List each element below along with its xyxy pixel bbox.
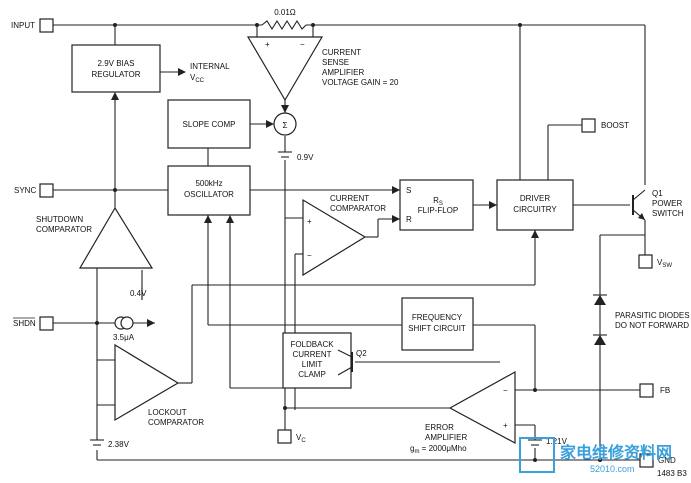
pin-shdn[interactable]: SHDN	[13, 316, 54, 331]
svg-text:DRIVER: DRIVER	[520, 194, 550, 203]
oscillator-block: 500kHz OSCILLATOR	[167, 165, 251, 216]
svg-text:Σ: Σ	[283, 121, 288, 130]
svg-text:OSCILLATOR: OSCILLATOR	[184, 190, 234, 199]
svg-text:0.4V: 0.4V	[130, 289, 147, 298]
current-comparator: + − CURRENT COMPARATOR	[302, 194, 386, 277]
svg-text:CURRENT: CURRENT	[292, 350, 331, 359]
svg-text:COMPARATOR: COMPARATOR	[148, 418, 204, 427]
pin-input[interactable]: INPUT	[11, 18, 54, 33]
svg-text:SWITCH: SWITCH	[652, 209, 684, 218]
svg-text:FREQUENCY: FREQUENCY	[412, 313, 463, 322]
svg-text:500kHz: 500kHz	[195, 179, 222, 188]
lockout-comparator: LOCKOUT COMPARATOR	[114, 343, 204, 427]
svg-text:+: +	[503, 421, 508, 430]
svg-text:SHIFT CIRCUIT: SHIFT CIRCUIT	[408, 324, 466, 333]
pin-vc[interactable]: VC	[277, 429, 306, 444]
figure-id: 1483 B3	[657, 469, 687, 478]
svg-text:3.5μA: 3.5μA	[113, 333, 135, 342]
q1-power-switch: Q1 POWER SWITCH	[632, 189, 684, 221]
junction-dots	[95, 23, 602, 462]
pin-vc-label: VC	[296, 433, 306, 444]
pin-fb[interactable]: FB	[639, 383, 670, 398]
svg-text:CIRCUITRY: CIRCUITRY	[513, 205, 557, 214]
svg-text:SENSE: SENSE	[322, 58, 349, 67]
error-amplifier: − + ERROR AMPLIFIER gm = 2000μMho	[410, 370, 516, 455]
pin-input-label: INPUT	[11, 21, 35, 30]
svg-text:CLAMP: CLAMP	[298, 370, 326, 379]
svg-text:Q1: Q1	[652, 189, 663, 198]
svg-text:−: −	[307, 251, 312, 260]
pin-sync[interactable]: SYNC	[14, 183, 54, 198]
sense-resistor: 0.01Ω	[261, 8, 307, 31]
svg-text:LIMIT: LIMIT	[302, 360, 323, 369]
arrows	[111, 68, 539, 327]
svg-text:0.01Ω: 0.01Ω	[274, 8, 296, 17]
svg-text:FLIP-FLOP: FLIP-FLOP	[418, 206, 458, 215]
current-source: 3.5μA	[113, 316, 135, 342]
svg-text:+: +	[307, 217, 312, 226]
svg-text:REGULATOR: REGULATOR	[91, 70, 140, 79]
svg-text:LOCKOUT: LOCKOUT	[148, 408, 187, 417]
slope-comp-block: SLOPE COMP	[167, 99, 251, 149]
svg-text:ERROR: ERROR	[425, 423, 454, 432]
svg-text:SLOPE COMP: SLOPE COMP	[183, 120, 236, 129]
svg-text:家电维修资料网: 家电维修资料网	[560, 443, 672, 462]
pin-sync-label: SYNC	[14, 186, 36, 195]
frequency-shift-block: FREQUENCY SHIFT CIRCUIT	[401, 297, 474, 351]
svg-text:INTERNAL: INTERNAL	[190, 62, 230, 71]
svg-text:Q2: Q2	[356, 349, 367, 358]
svg-text:0.9V: 0.9V	[297, 153, 314, 162]
svg-text:RS: RS	[433, 196, 443, 207]
svg-text:1.21V: 1.21V	[546, 437, 568, 446]
svg-text:gm = 2000μMho: gm = 2000μMho	[410, 444, 467, 455]
current-sense-amplifier: + − CURRENT SENSE AMPLIFIER VOLTAGE GAIN…	[246, 36, 399, 102]
svg-text:AMPLIFIER: AMPLIFIER	[425, 433, 467, 442]
internal-vcc-label: INTERNAL VCC	[190, 62, 230, 84]
svg-text:VOLTAGE GAIN = 20: VOLTAGE GAIN = 20	[322, 78, 399, 87]
pin-fb-label: FB	[660, 386, 670, 395]
svg-text:VCC: VCC	[190, 73, 205, 84]
svg-text:52010.com: 52010.com	[590, 464, 635, 474]
ref-1-21v: 1.21V	[528, 437, 568, 446]
pin-vsw-label: VSW	[657, 258, 672, 269]
summing-node: Σ	[273, 112, 297, 136]
svg-text:−: −	[503, 386, 508, 395]
bias-regulator-block: 2.9V BIAS REGULATOR	[71, 44, 161, 93]
svg-text:COMPARATOR: COMPARATOR	[330, 204, 386, 213]
ref-2-38v: 2.38V	[90, 439, 130, 449]
svg-text:FOLDBACK: FOLDBACK	[290, 340, 334, 349]
svg-text:R: R	[406, 215, 412, 224]
shutdown-comparator: SHUTDOWN COMPARATOR 0.4V	[36, 206, 154, 298]
svg-text:CURRENT: CURRENT	[322, 48, 361, 57]
svg-text:SHUTDOWN: SHUTDOWN	[36, 215, 83, 224]
svg-text:+: +	[265, 40, 270, 49]
pin-boost[interactable]: BOOST	[581, 118, 629, 133]
svg-text:POWER: POWER	[652, 199, 682, 208]
pin-gnd-label: GND	[658, 456, 676, 465]
pin-boost-label: BOOST	[601, 121, 629, 130]
svg-text:S: S	[406, 186, 411, 195]
pin-vsw[interactable]: VSW	[638, 254, 672, 269]
svg-text:2.9V BIAS: 2.9V BIAS	[98, 59, 135, 68]
svg-text:PARASITIC DIODES: PARASITIC DIODES	[615, 311, 690, 320]
svg-text:−: −	[300, 40, 305, 49]
svg-text:CURRENT: CURRENT	[330, 194, 369, 203]
svg-text:AMPLIFIER: AMPLIFIER	[322, 68, 364, 77]
pin-gnd[interactable]: GND	[639, 453, 676, 468]
driver-block: DRIVER CIRCUITRY	[496, 179, 574, 231]
pin-shdn-label: SHDN	[13, 319, 36, 328]
flip-flop-block: S R RS FLIP-FLOP	[399, 179, 474, 231]
watermark: 家电维修资料网 52010.com	[519, 437, 672, 474]
offset-0-9v: 0.9V	[278, 151, 314, 162]
foldback-block: FOLDBACK CURRENT LIMIT CLAMP	[282, 332, 352, 389]
svg-text:DO NOT FORWARD BIAS: DO NOT FORWARD BIAS	[615, 321, 691, 330]
q2-transistor: Q2	[337, 349, 367, 376]
parasitic-diodes: PARASITIC DIODES DO NOT FORWARD BIAS	[593, 294, 691, 345]
svg-text:COMPARATOR: COMPARATOR	[36, 225, 92, 234]
svg-text:2.38V: 2.38V	[108, 440, 130, 449]
